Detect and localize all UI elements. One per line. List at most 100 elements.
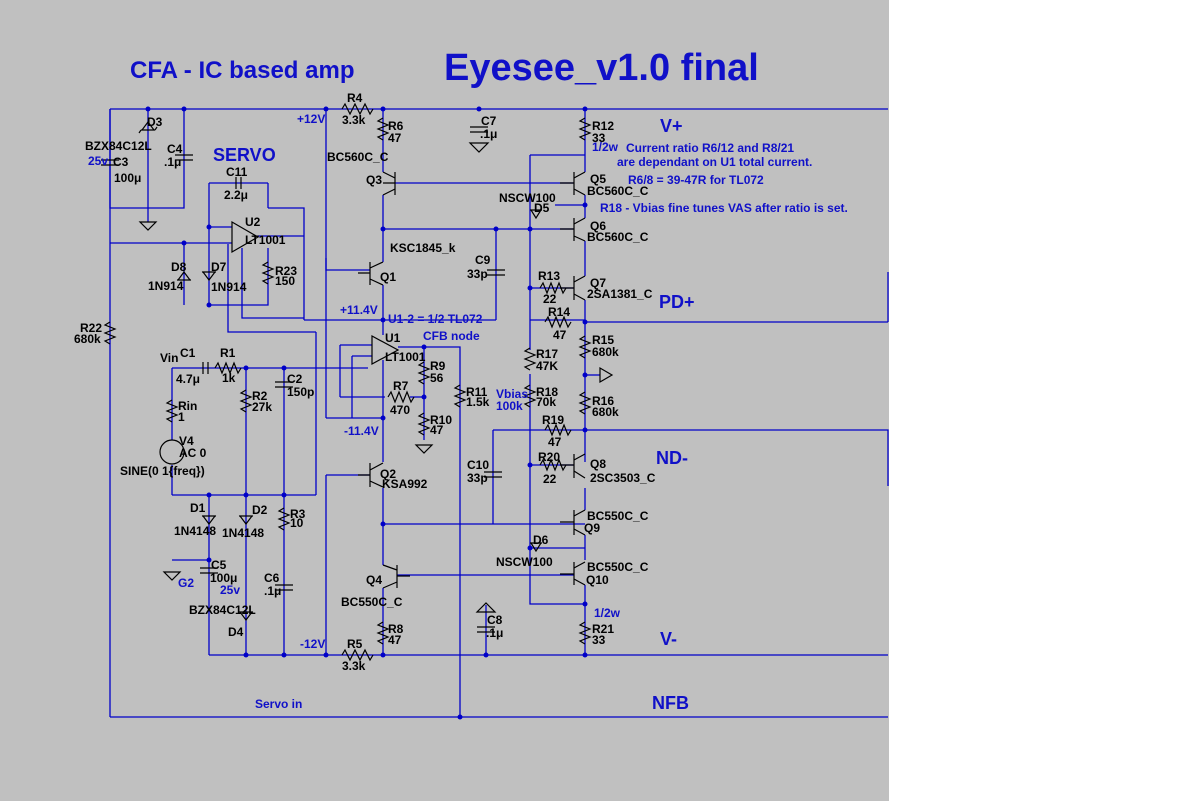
main-title: Eyesee_v1.0 final xyxy=(444,47,759,89)
label-r10v: 47 xyxy=(430,423,444,437)
zener-D3 xyxy=(138,121,158,134)
resistor-R1 xyxy=(214,361,242,375)
label-c5v2: 25v xyxy=(220,583,240,597)
label-c5: C5 xyxy=(211,558,227,572)
label-r13: R13 xyxy=(538,269,560,283)
vminus-label: V- xyxy=(660,629,677,649)
ground-symbol xyxy=(468,142,490,153)
label-c4: C4 xyxy=(167,142,183,156)
label-c11v: 2.2μ xyxy=(224,188,248,202)
label-q1v: KSC1845_k xyxy=(390,241,456,255)
diode-D2 xyxy=(238,515,254,525)
label-r8: R8 xyxy=(388,622,404,636)
label-r16v: 680k xyxy=(592,405,619,419)
transistor-Q2 xyxy=(358,462,384,488)
transistor-Q10 xyxy=(560,561,586,586)
label-c9v: 33p xyxy=(467,267,488,281)
label-d7v: 1N914 xyxy=(211,280,247,294)
label-r21v: 33 xyxy=(592,633,606,647)
label-r3v: 10 xyxy=(290,516,304,530)
label-d6v: NSCW100 xyxy=(496,555,553,569)
label-u2: U2 xyxy=(245,215,261,229)
opamp-U2 xyxy=(231,220,260,254)
servo-label: SERVO xyxy=(213,145,276,165)
label-c4v: .1μ xyxy=(164,155,181,169)
label-r2v: 27k xyxy=(252,400,272,414)
label-q6v: BC560C_C xyxy=(587,230,649,244)
led-D6 xyxy=(529,542,543,553)
label-r11v: 1.5k xyxy=(466,395,490,409)
resistor-R2 xyxy=(239,389,253,413)
label-q10: Q10 xyxy=(586,573,609,587)
capacitor-C9 xyxy=(487,269,505,276)
note-line2: are dependant on U1 total current. xyxy=(617,155,812,169)
resistor-R4 xyxy=(341,102,374,116)
label-q4: Q4 xyxy=(366,573,382,587)
ground-symbol xyxy=(599,366,614,384)
p12-label: +12V xyxy=(297,112,325,126)
label-q9v: BC550C_C xyxy=(587,509,649,523)
label-c2v: 150p xyxy=(287,385,314,399)
label-r22v: 680k xyxy=(74,332,101,346)
capacitor-C1 xyxy=(202,362,209,374)
label-d4: D4 xyxy=(228,625,244,639)
label-vbiasv: 100k xyxy=(496,399,523,413)
capacitor-C2 xyxy=(275,381,293,388)
transistor-Q5 xyxy=(560,171,586,196)
label-r12v: 33 xyxy=(592,131,606,145)
label-r16: R16 xyxy=(592,394,614,408)
label-r5: R5 xyxy=(347,637,363,651)
resistor-R16 xyxy=(578,391,592,415)
servo-in-label: Servo in xyxy=(255,697,302,711)
label-d3v: BZX84C12L xyxy=(85,139,152,153)
label-q8: Q8 xyxy=(590,457,606,471)
label-u1: U1 xyxy=(385,331,401,345)
transistor-Q4 xyxy=(382,564,410,589)
label-c1: C1 xyxy=(180,346,196,360)
notes: Current ratio R6/12 and R8/21 are depend… xyxy=(592,140,848,620)
label-r23v: 150 xyxy=(275,274,295,288)
label-d8: D8 xyxy=(171,260,187,274)
label-v4v: AC 0 xyxy=(179,446,207,460)
label-r11: R11 xyxy=(466,385,488,399)
resistor-R8 xyxy=(376,621,390,645)
label-r3: R3 xyxy=(290,507,306,521)
resistor-R17 xyxy=(523,347,537,371)
ground-symbol xyxy=(414,444,434,454)
label-u1v: LT1001 xyxy=(385,350,426,364)
resistor-R19 xyxy=(544,423,572,437)
g2-label: G2 xyxy=(178,576,194,590)
transistor-Q3 xyxy=(382,171,396,196)
label-r21: R21 xyxy=(592,622,614,636)
resistor-R18 xyxy=(523,384,537,408)
label-u2v: LT1001 xyxy=(245,233,286,247)
resistor-R6 xyxy=(376,117,390,141)
transistor-Q9 xyxy=(560,509,586,536)
titles: Eyesee_v1.0 final CFA - IC based amp SER… xyxy=(130,47,759,165)
label-c3: C3 xyxy=(113,155,129,169)
watt-label-1: 1/2w xyxy=(592,140,619,154)
diode-D1 xyxy=(201,515,217,525)
nd-label: ND- xyxy=(656,448,688,468)
label-q2: Q2 xyxy=(380,467,396,481)
label-c9: C9 xyxy=(475,253,491,267)
label-q2v: KSA992 xyxy=(382,477,428,491)
label-r14v: 47 xyxy=(553,328,567,342)
capacitor-C11 xyxy=(235,177,242,189)
label-c5v: 100μ xyxy=(210,571,237,585)
m12-label: -12V xyxy=(300,637,325,651)
label-q7v: 2SA1381_C xyxy=(587,287,653,301)
components xyxy=(101,102,614,662)
label-c3v2: 25v xyxy=(88,154,108,168)
label-q5v: BC560C_C xyxy=(587,184,649,198)
label-r22: R22 xyxy=(80,321,102,335)
label-c10: C10 xyxy=(467,458,489,472)
label-r23: R23 xyxy=(275,264,297,278)
capacitor-C8 xyxy=(477,626,495,633)
nfb-label: NFB xyxy=(652,693,689,713)
label-r19v: 47 xyxy=(548,435,562,449)
subtitle: CFA - IC based amp xyxy=(130,57,354,84)
vplus-label: V+ xyxy=(660,116,683,136)
label-r9: R9 xyxy=(430,359,446,373)
